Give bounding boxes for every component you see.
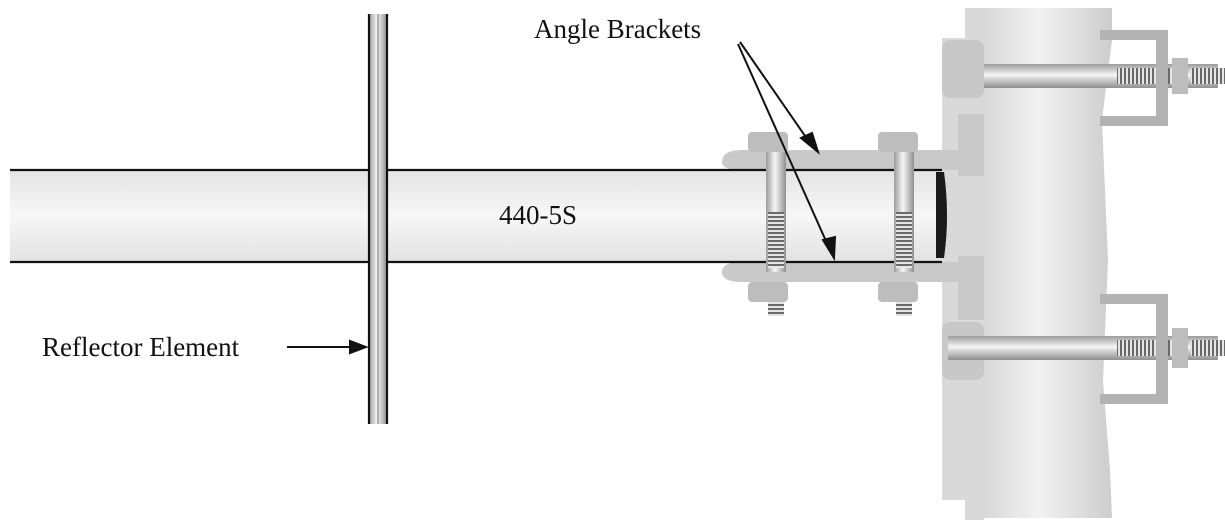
bolt-right <box>878 132 918 316</box>
lower-u-bolt <box>948 294 1225 404</box>
reflector-element-arrow <box>287 339 369 355</box>
reflector-element-label: Reflector Element <box>42 332 240 362</box>
upper-u-bolt <box>984 30 1225 126</box>
angle-bracket-top <box>722 114 984 176</box>
boom-label: 440-5S <box>499 200 577 230</box>
angle-brackets-arrows <box>737 41 837 262</box>
bolt-left <box>748 132 788 316</box>
boom-440-5s <box>10 168 947 264</box>
angle-brackets-label: Angle Brackets <box>534 14 701 44</box>
reflector-element <box>367 14 389 424</box>
angle-bracket-bottom <box>722 256 984 320</box>
mast <box>965 8 1112 518</box>
